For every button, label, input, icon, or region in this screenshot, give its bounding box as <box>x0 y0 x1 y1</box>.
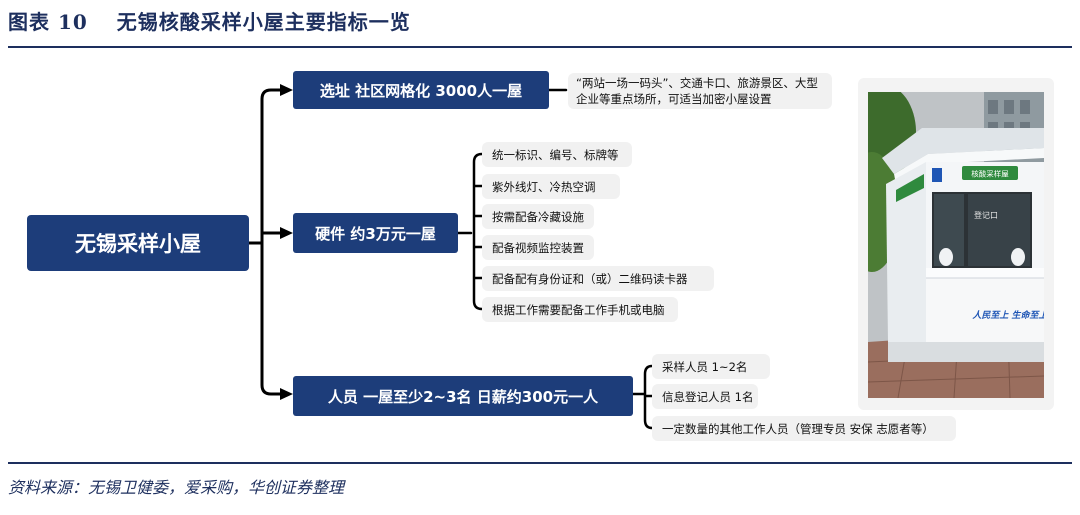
window-sign-text: 登记口 <box>974 210 998 220</box>
site-note: “两站一场一码头”、交通卡口、旅游景区、大型企业等重点场所，可适当加密小屋设置 <box>568 73 832 109</box>
root-node: 无锡采样小屋 <box>27 215 249 271</box>
source-note: 资料来源：无锡卫健委，爱采购，华创证券整理 <box>8 478 345 497</box>
staff-item: 采样人员 1~2名 <box>652 354 770 379</box>
hardware-items-connector <box>456 152 484 311</box>
hardware-item: 统一标识、编号、标牌等 <box>482 142 632 167</box>
bottom-rule <box>8 462 1072 464</box>
hardware-item: 紫外线灯、冷热空调 <box>482 174 620 199</box>
top-rule <box>8 46 1072 48</box>
root-to-categories-connector <box>247 88 282 396</box>
hardware-item: 根据工作需要配备工作手机或电脑 <box>482 297 678 322</box>
arrow-hardware <box>280 227 293 239</box>
hardware-item: 配备配有身份证和（或）二维码读卡器 <box>482 266 714 291</box>
hardware-node: 硬件 约3万元一屋 <box>293 213 458 253</box>
staff-items-connector <box>631 364 654 430</box>
hardware-item: 配备视频监控装置 <box>482 235 594 260</box>
site-node: 选址 社区网格化 3000人一屋 <box>293 71 549 109</box>
booth-sign-text: 核酸采样屋 <box>971 169 1009 179</box>
booth-slogan-text: 人民至上 生命至上 <box>972 310 1044 321</box>
figure-title: 图表 10 无锡核酸采样小屋主要指标一览 <box>8 10 411 34</box>
staff-item: 信息登记人员 1名 <box>652 384 758 409</box>
staff-item: 一定数量的其他工作人员（管理专员 安保 志愿者等） <box>652 416 956 441</box>
hardware-item: 按需配备冷藏设施 <box>482 204 594 229</box>
staff-node: 人员 一屋至少2~3名 日薪约300元一人 <box>293 376 633 416</box>
arrow-site <box>280 84 293 96</box>
sampling-booth-photo: 核酸采样屋 登记口 人民至上 生命至上 <box>868 92 1044 398</box>
arrow-staff <box>280 388 293 400</box>
